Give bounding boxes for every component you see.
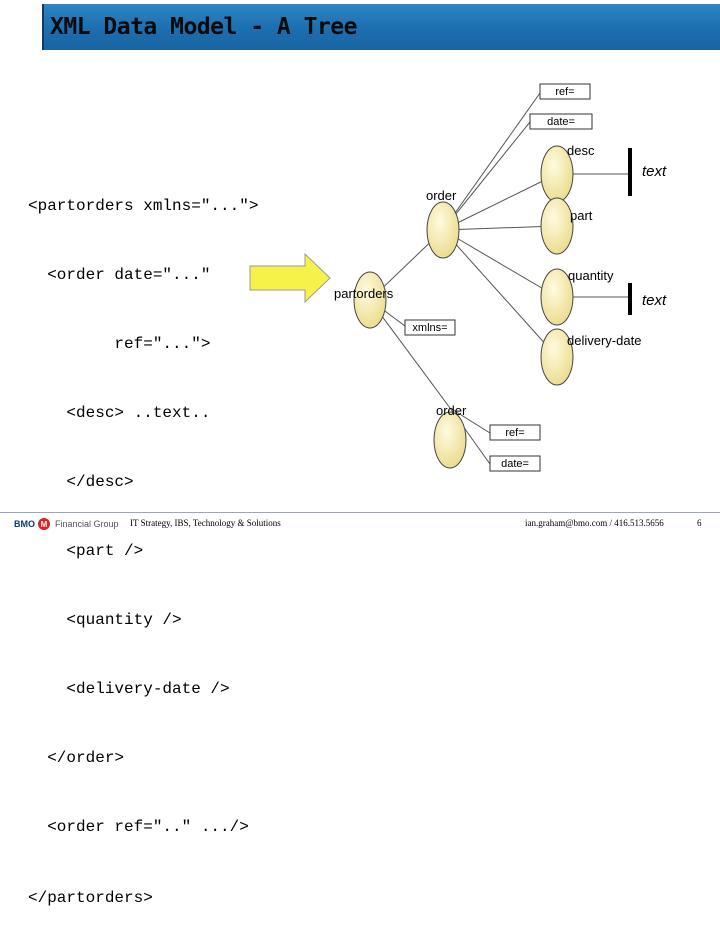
edge-order1-date	[442, 121, 531, 231]
page-number: 6	[697, 518, 702, 528]
label-quantity: quantity	[568, 268, 614, 283]
label-order: order	[426, 188, 457, 203]
code-line: <order ref=".." .../>	[28, 818, 249, 836]
edge-order1-part	[442, 225, 558, 231]
attr-box-date	[529, 113, 593, 130]
title-bar	[42, 4, 720, 50]
attr-label-date: date=	[547, 116, 575, 128]
bmo-roundel-icon: M	[38, 518, 50, 530]
code-line: <delivery-date />	[28, 680, 230, 698]
label-part: part	[570, 208, 593, 223]
edge-order1-desc	[442, 173, 558, 231]
edge-order1-delivery	[442, 229, 558, 358]
node-delivery-date	[540, 328, 574, 386]
code-line: <quantity />	[28, 611, 182, 629]
edge-order1-ref	[442, 92, 541, 231]
footer-divider	[0, 512, 720, 513]
code-line: </partorders>	[28, 889, 153, 907]
edge-order1-quantity	[442, 229, 558, 298]
node-quantity	[540, 268, 574, 326]
code-line: </order>	[28, 749, 125, 767]
node-part	[540, 197, 574, 255]
tree-diagram: ref= date= xmlns= ref= date= partorders …	[249, 83, 667, 472]
edge-root-order2	[369, 299, 451, 409]
footer-department: IT Strategy, IBS, Technology & Solutions	[130, 518, 281, 528]
attr-label-ref-2: ref=	[505, 427, 524, 439]
text-node-bar	[628, 148, 632, 196]
code-line: <desc> ..text..	[28, 404, 211, 422]
text-node-bar	[628, 283, 632, 315]
node-order	[426, 201, 460, 259]
code-line: </desc>	[28, 473, 134, 491]
node-order-2	[433, 411, 467, 469]
footer-contact: ian.graham@bmo.com / 416.513.5656	[525, 518, 664, 528]
attr-label-ref: ref=	[555, 86, 574, 98]
company-logo: BMO M Financial Group	[14, 516, 119, 532]
label-delivery-date: delivery-date	[567, 333, 641, 348]
label-text-2: text	[642, 292, 667, 309]
node-partorders	[353, 271, 387, 329]
code-line: <part />	[28, 542, 144, 560]
right-arrow-icon	[249, 252, 331, 304]
attr-box-ref	[539, 83, 591, 100]
label-partorders: partorders	[334, 286, 394, 301]
attr-box-date-2	[489, 455, 541, 472]
code-line: <partorders xmlns="...">	[28, 197, 259, 215]
logo-company: BMO	[14, 519, 35, 529]
code-line: ref="...">	[28, 335, 211, 353]
attr-label-xmlns: xmlns=	[412, 322, 447, 334]
attr-box-ref-2	[489, 424, 541, 441]
logo-group: Financial Group	[55, 519, 119, 529]
label-order-2: order	[436, 403, 467, 418]
edge-order2-ref	[449, 407, 491, 434]
attr-label-date-2: date=	[501, 458, 529, 470]
label-text-1: text	[642, 163, 667, 180]
code-line: <order date="..."	[28, 266, 211, 284]
slide-title: XML Data Model - A Tree	[50, 14, 358, 40]
label-desc: desc	[567, 143, 595, 158]
attr-box-xmlns	[404, 319, 456, 336]
